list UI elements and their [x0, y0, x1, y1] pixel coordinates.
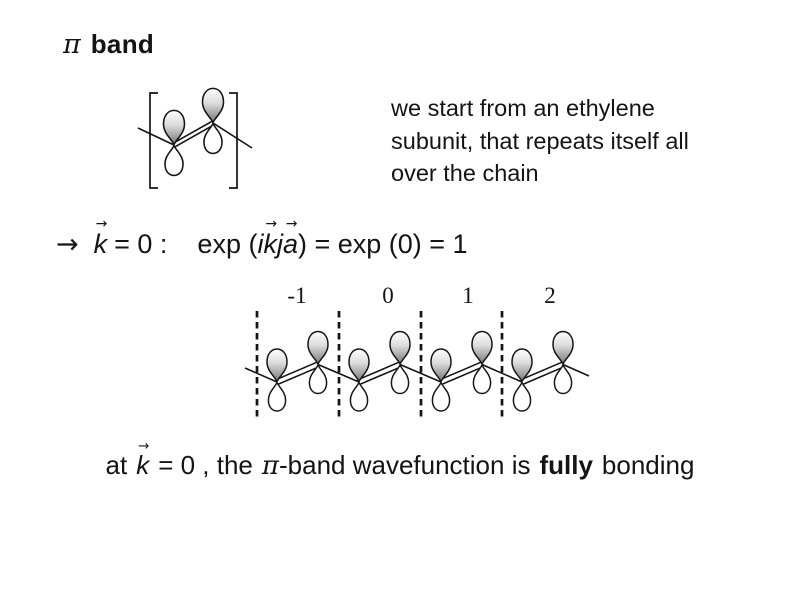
intro-text: we start from an ethylene subunit, that … — [391, 92, 689, 190]
conclusion-equals: = 0 , the — [158, 450, 253, 480]
ethylene-subunit-figure — [137, 87, 253, 189]
right-bracket — [229, 92, 238, 189]
equals-zero: = 0 : — [114, 229, 168, 259]
title-pi-symbol: π — [63, 29, 81, 60]
sigma-bond-stub-left — [244, 367, 278, 383]
sigma-bond — [481, 363, 523, 383]
double-bond — [357, 361, 402, 386]
band-wavefunction-text: -band wavefunction is — [278, 450, 531, 480]
page-title: π band — [63, 29, 154, 60]
chain-bonds — [244, 361, 590, 386]
k-symbol: k — [93, 229, 108, 259]
sigma-bond — [399, 363, 442, 383]
i-symbol: i — [257, 229, 264, 259]
conclusion-text: at →k = 0 , the π-band wavefunction is f… — [0, 439, 800, 481]
sigma-bond-stub-right — [212, 122, 253, 149]
p-orbital-icon — [266, 348, 288, 412]
p-orbital-icon — [201, 87, 225, 155]
p-orbital-icon — [307, 330, 329, 395]
exp-close: ) = exp (0) = 1 — [297, 229, 468, 259]
p-orbital-icon — [430, 348, 452, 412]
vec-arrow-icon: → — [138, 438, 150, 454]
vector-a: →a — [282, 217, 298, 260]
conclusion-bonding: bonding — [601, 450, 695, 480]
left-bracket — [149, 92, 158, 189]
intro-line: we start from an ethylene — [391, 95, 655, 121]
double-bond — [172, 120, 215, 148]
implies-arrow-icon: → — [56, 229, 79, 260]
k-symbol: k — [263, 229, 277, 259]
sigma-bond — [317, 363, 360, 383]
cell-label: 0 — [382, 283, 394, 308]
p-orbital-icon — [552, 330, 574, 395]
cell-label: 2 — [544, 283, 556, 308]
vec-arrow-icon: → — [95, 216, 108, 232]
vec-arrow-icon: → — [285, 216, 298, 232]
j-symbol: j — [276, 229, 283, 259]
polyacetylene-chain-figure — [244, 311, 590, 419]
p-orbital-icon — [471, 330, 493, 395]
vec-arrow-icon: → — [265, 216, 278, 232]
unit-cell-boundaries — [255, 311, 504, 419]
double-bond — [439, 361, 484, 386]
p-orbital-icon — [348, 348, 370, 412]
p-orbital-icon — [511, 348, 533, 412]
sigma-bond-stub-right — [562, 363, 590, 377]
p-orbital-icon — [389, 330, 411, 395]
k-symbol: k — [136, 450, 150, 480]
double-bond — [275, 361, 320, 386]
a-symbol: a — [282, 229, 298, 259]
exp-open: exp ( — [197, 229, 258, 259]
sigma-bond-stub-left — [137, 127, 175, 146]
vector-k: →k — [136, 439, 150, 481]
fully-emphasis: fully — [539, 450, 593, 480]
title-band-text: band — [90, 29, 155, 59]
double-bond — [520, 361, 565, 386]
vector-k: →k — [263, 217, 277, 260]
vector-k: →k — [93, 217, 108, 260]
intro-line: over the chain — [391, 160, 539, 186]
pi-symbol: π — [261, 451, 279, 481]
intro-line: subunit, that repeats itself all — [391, 127, 689, 154]
pi-band-phrase: π-band wavefunction is — [262, 450, 531, 481]
cell-label: -1 — [287, 283, 307, 308]
cell-label: 1 — [462, 283, 474, 308]
conclusion-at: at — [105, 450, 128, 480]
